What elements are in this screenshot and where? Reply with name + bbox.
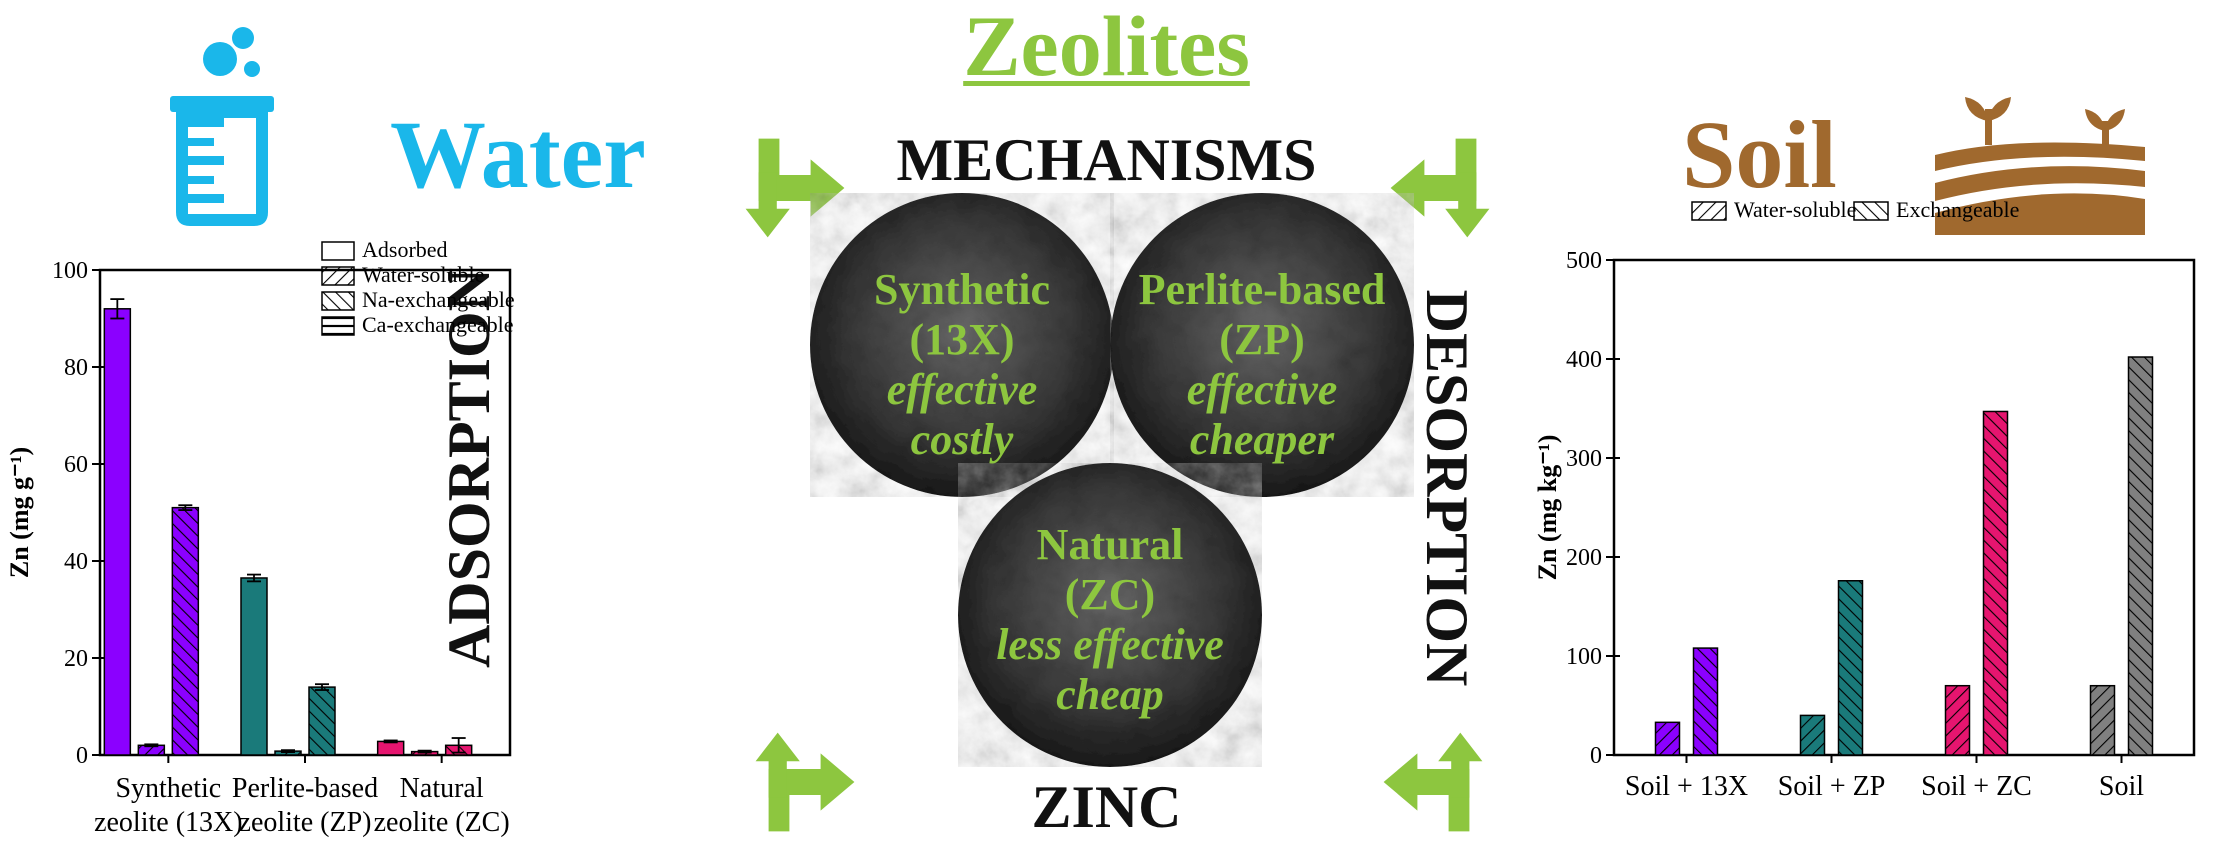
x-tick-label: Soil + ZC [1921, 771, 2032, 802]
y-tick-label: 40 [64, 549, 88, 575]
legend-label: Exchangeable [1896, 197, 2019, 222]
legend-label: Na-exchangeable [362, 287, 515, 312]
plot-frame [1612, 258, 2196, 757]
legend-swatch [321, 316, 355, 336]
bar-adsorbed [103, 308, 132, 756]
y-tick-label: 80 [64, 355, 88, 381]
legend-swatch [321, 291, 355, 311]
mechanisms-label: MECHANISMS [896, 127, 1317, 193]
bar-exchangeable [1692, 647, 1719, 756]
legend-swatch [1691, 201, 1727, 221]
bar-na-exchangeable [308, 686, 336, 756]
y-tick-label: 100 [52, 258, 88, 284]
plot-frame [98, 268, 512, 757]
bar-water-soluble [1799, 714, 1826, 756]
soil-zn-chart: 0 100 200 300 400 500 Zn (mg kg⁻¹) Soil + 13X So… [1533, 197, 2196, 802]
x-tick-label: Soil [2099, 771, 2144, 802]
sem-circle-natural [958, 463, 1262, 767]
y-axis-label: Zn (mg g⁻¹) [5, 447, 34, 578]
sem-circle-synthetic [810, 193, 1114, 497]
bar-na-exchangeable [171, 506, 200, 756]
bar-exchangeable [1837, 580, 1864, 756]
sem-circles [810, 193, 1414, 767]
legend-label: Water-soluble [1734, 197, 1856, 222]
x-tick-label: zeolite (ZC) [374, 807, 510, 838]
x-tick-label: Natural [400, 773, 484, 804]
legend-label: Adsorbed [362, 237, 448, 262]
natural-label: Natural (ZC) less effective cheap [996, 520, 1224, 719]
bar-water-soluble [1944, 684, 1971, 756]
x-tick-label: Perlite-based [232, 773, 378, 804]
zinc-label: ZINC [1031, 774, 1182, 840]
x-tick-label: Soil + 13X [1625, 771, 1748, 802]
legend-label: Ca-exchangeable [362, 312, 513, 337]
beaker-icon [170, 27, 274, 226]
x-tick-label: Synthetic [115, 773, 221, 804]
sem-circle-perlite [1110, 193, 1414, 497]
y-tick-label: 400 [1566, 347, 1602, 373]
y-tick-label: 200 [1566, 545, 1602, 571]
bar-water-soluble [2089, 684, 2116, 756]
main-title: Zeolites [963, 0, 1250, 94]
legend-swatch [321, 241, 355, 261]
y-tick-label: 500 [1566, 248, 1602, 274]
y-axis-label: Zn (mg kg⁻¹) [1533, 435, 1562, 581]
y-tick-label: 100 [1566, 644, 1602, 670]
soil-title: Soil [1682, 101, 1837, 208]
legend-label: Water-soluble [362, 262, 484, 287]
bar-adsorbed [376, 740, 405, 756]
bar-exchangeable [1982, 410, 2009, 756]
y-tick-label: 60 [64, 452, 88, 478]
y-tick-label: 0 [1590, 743, 1602, 769]
perlite-label: Perlite-based (ZP) effective cheaper [1138, 265, 1386, 464]
y-tick-label: 20 [64, 646, 88, 672]
legend-swatch [321, 266, 355, 286]
water-title: Water [390, 101, 646, 208]
bar-adsorbed [240, 577, 268, 756]
x-tick-label: zeolite (13X) [94, 807, 243, 838]
x-tick-label: Soil + ZP [1778, 771, 1886, 802]
bar-water-soluble [1654, 721, 1681, 756]
synthetic-label: Synthetic (13X) effective costly [874, 265, 1050, 464]
x-tick-label: zeolite (ZP) [239, 807, 372, 838]
y-tick-label: 300 [1566, 446, 1602, 472]
bar-exchangeable [2127, 356, 2154, 756]
legend-swatch [1853, 201, 1889, 221]
field-plant-icon [1935, 97, 2145, 235]
y-tick-label: 0 [76, 743, 88, 769]
